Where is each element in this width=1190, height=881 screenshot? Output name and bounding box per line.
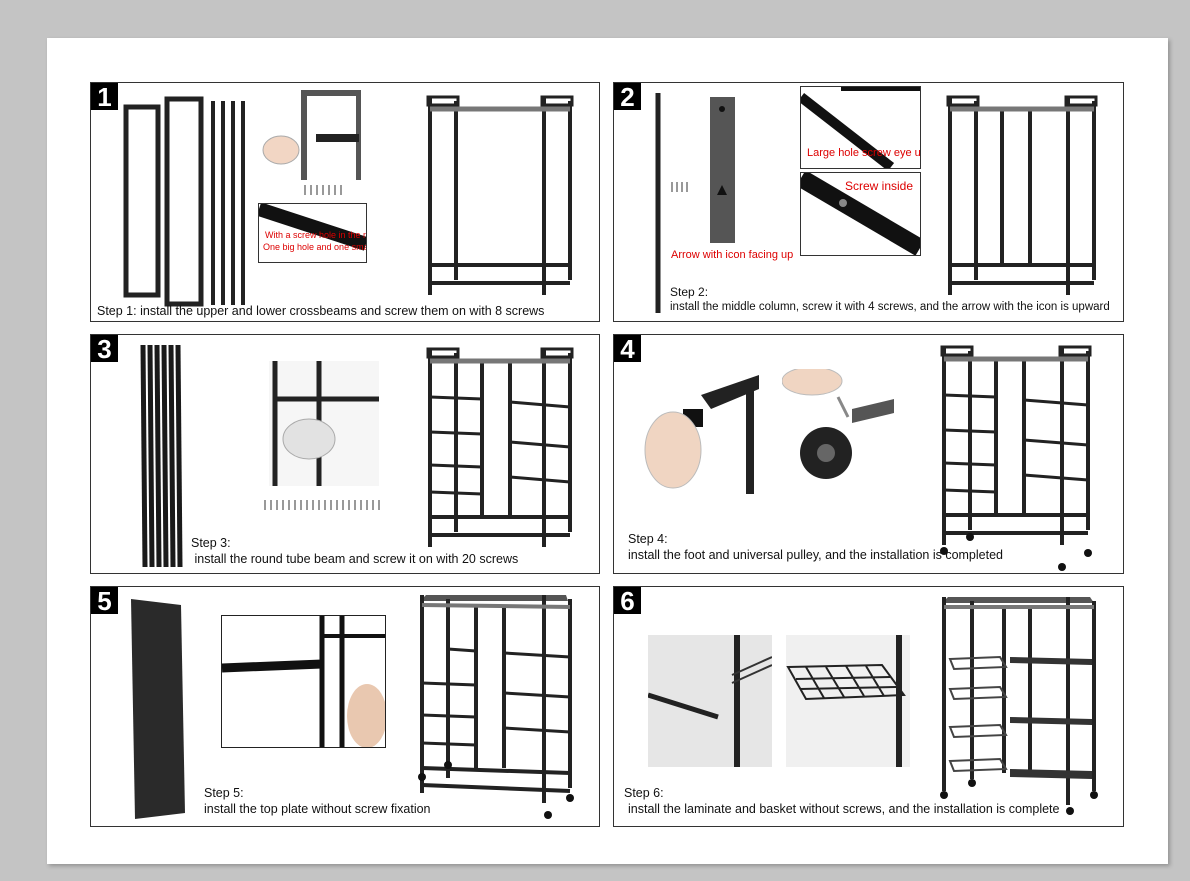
top-plate-corner-drawing bbox=[222, 616, 385, 747]
hand-icon bbox=[262, 135, 300, 165]
laminate-drawing bbox=[648, 635, 772, 767]
foot-install-photo bbox=[641, 375, 759, 495]
assembled-rack-step2 bbox=[946, 95, 1098, 295]
arrow-note: Arrow with icon facing up bbox=[671, 249, 794, 261]
top-plate-install-photo bbox=[221, 615, 386, 748]
screws-icon-3 bbox=[264, 500, 380, 510]
wire-basket-drawing bbox=[786, 635, 906, 767]
hand-screwing-photo bbox=[261, 88, 361, 180]
beam-corner-drawing bbox=[801, 87, 920, 168]
step-6-caption-text: install the laminate and basket without … bbox=[628, 802, 1060, 816]
laminate-install-photo bbox=[648, 635, 772, 767]
step-5-panel: 5 bbox=[90, 586, 600, 827]
assembled-rack-step4 bbox=[940, 345, 1092, 571]
screw-hole-note-1: With a screw hole in the middle bbox=[265, 230, 366, 240]
step-1-number: 1 bbox=[91, 83, 118, 111]
top-plate-illustration bbox=[131, 599, 185, 819]
gloved-hand-photo bbox=[269, 361, 379, 486]
step-3-panel: 3 bbox=[90, 334, 600, 574]
step-6-number: 6 bbox=[614, 587, 641, 615]
round-tubes-illustration bbox=[140, 344, 183, 568]
screw-hole-detail-photo: With a screw hole in the middle One big … bbox=[258, 203, 367, 263]
step-1-caption: Step 1: install the upper and lower cros… bbox=[97, 304, 545, 318]
step-5-caption-text: install the top plate without screw fixa… bbox=[204, 802, 431, 816]
assembled-rack-step3 bbox=[426, 347, 574, 547]
tube-beam-drawing bbox=[272, 361, 379, 486]
middle-column-illustration bbox=[655, 93, 661, 313]
screw-hole-note-2: One big hole and one small hole bbox=[263, 242, 366, 252]
step-4-number: 4 bbox=[614, 335, 641, 363]
caster-install-photo bbox=[782, 369, 902, 489]
assembled-rack-step5 bbox=[418, 595, 574, 819]
screws-icon-2 bbox=[671, 182, 688, 192]
large-hole-photo: Large hole screw eye up bbox=[800, 86, 921, 169]
caster-drawing bbox=[782, 369, 894, 479]
assembled-rack-step6 bbox=[940, 597, 1098, 815]
step-6-caption-title: Step 6: bbox=[624, 786, 664, 800]
step-1-panel: 1 With a screw hole in the middl bbox=[90, 82, 600, 322]
instruction-sheet: 1 With a screw hole in the middl bbox=[47, 38, 1168, 864]
step-5-caption-title: Step 5: bbox=[204, 786, 244, 800]
step-3-number: 3 bbox=[91, 335, 118, 363]
step-5-number: 5 bbox=[91, 587, 118, 615]
large-hole-note: Large hole screw eye up bbox=[807, 147, 921, 159]
step-2-number: 2 bbox=[614, 83, 641, 111]
assembled-rack-step1 bbox=[426, 95, 574, 295]
step-6-panel: 6 bbox=[613, 586, 1124, 827]
basket-install-photo bbox=[786, 635, 910, 767]
beam-inside-drawing bbox=[801, 173, 920, 255]
screw-inside-note: Screw inside bbox=[845, 179, 914, 193]
step-4-caption-title: Step 4: bbox=[628, 532, 668, 546]
step-3-caption-text: install the round tube beam and screw it… bbox=[191, 552, 519, 566]
step-4-panel: 4 bbox=[613, 334, 1124, 574]
step-4-caption-text: install the foot and universal pulley, a… bbox=[628, 548, 1003, 562]
frame-corner-drawing bbox=[301, 90, 361, 180]
step-2-caption-text: install the middle column, screw it with… bbox=[670, 301, 1110, 313]
column-arrow-detail bbox=[710, 97, 735, 243]
step-2-caption-title: Step 2: bbox=[670, 285, 709, 299]
foot-drawing bbox=[644, 375, 759, 494]
screw-inside-photo: Screw inside bbox=[800, 172, 921, 256]
side-frames-illustration bbox=[123, 96, 245, 307]
step-2-panel: 2 Arrow with icon facing up Large hole s… bbox=[613, 82, 1124, 322]
beam-drawing bbox=[259, 204, 366, 251]
step-3-caption-title: Step 3: bbox=[191, 536, 231, 550]
screws-icon bbox=[304, 185, 342, 195]
